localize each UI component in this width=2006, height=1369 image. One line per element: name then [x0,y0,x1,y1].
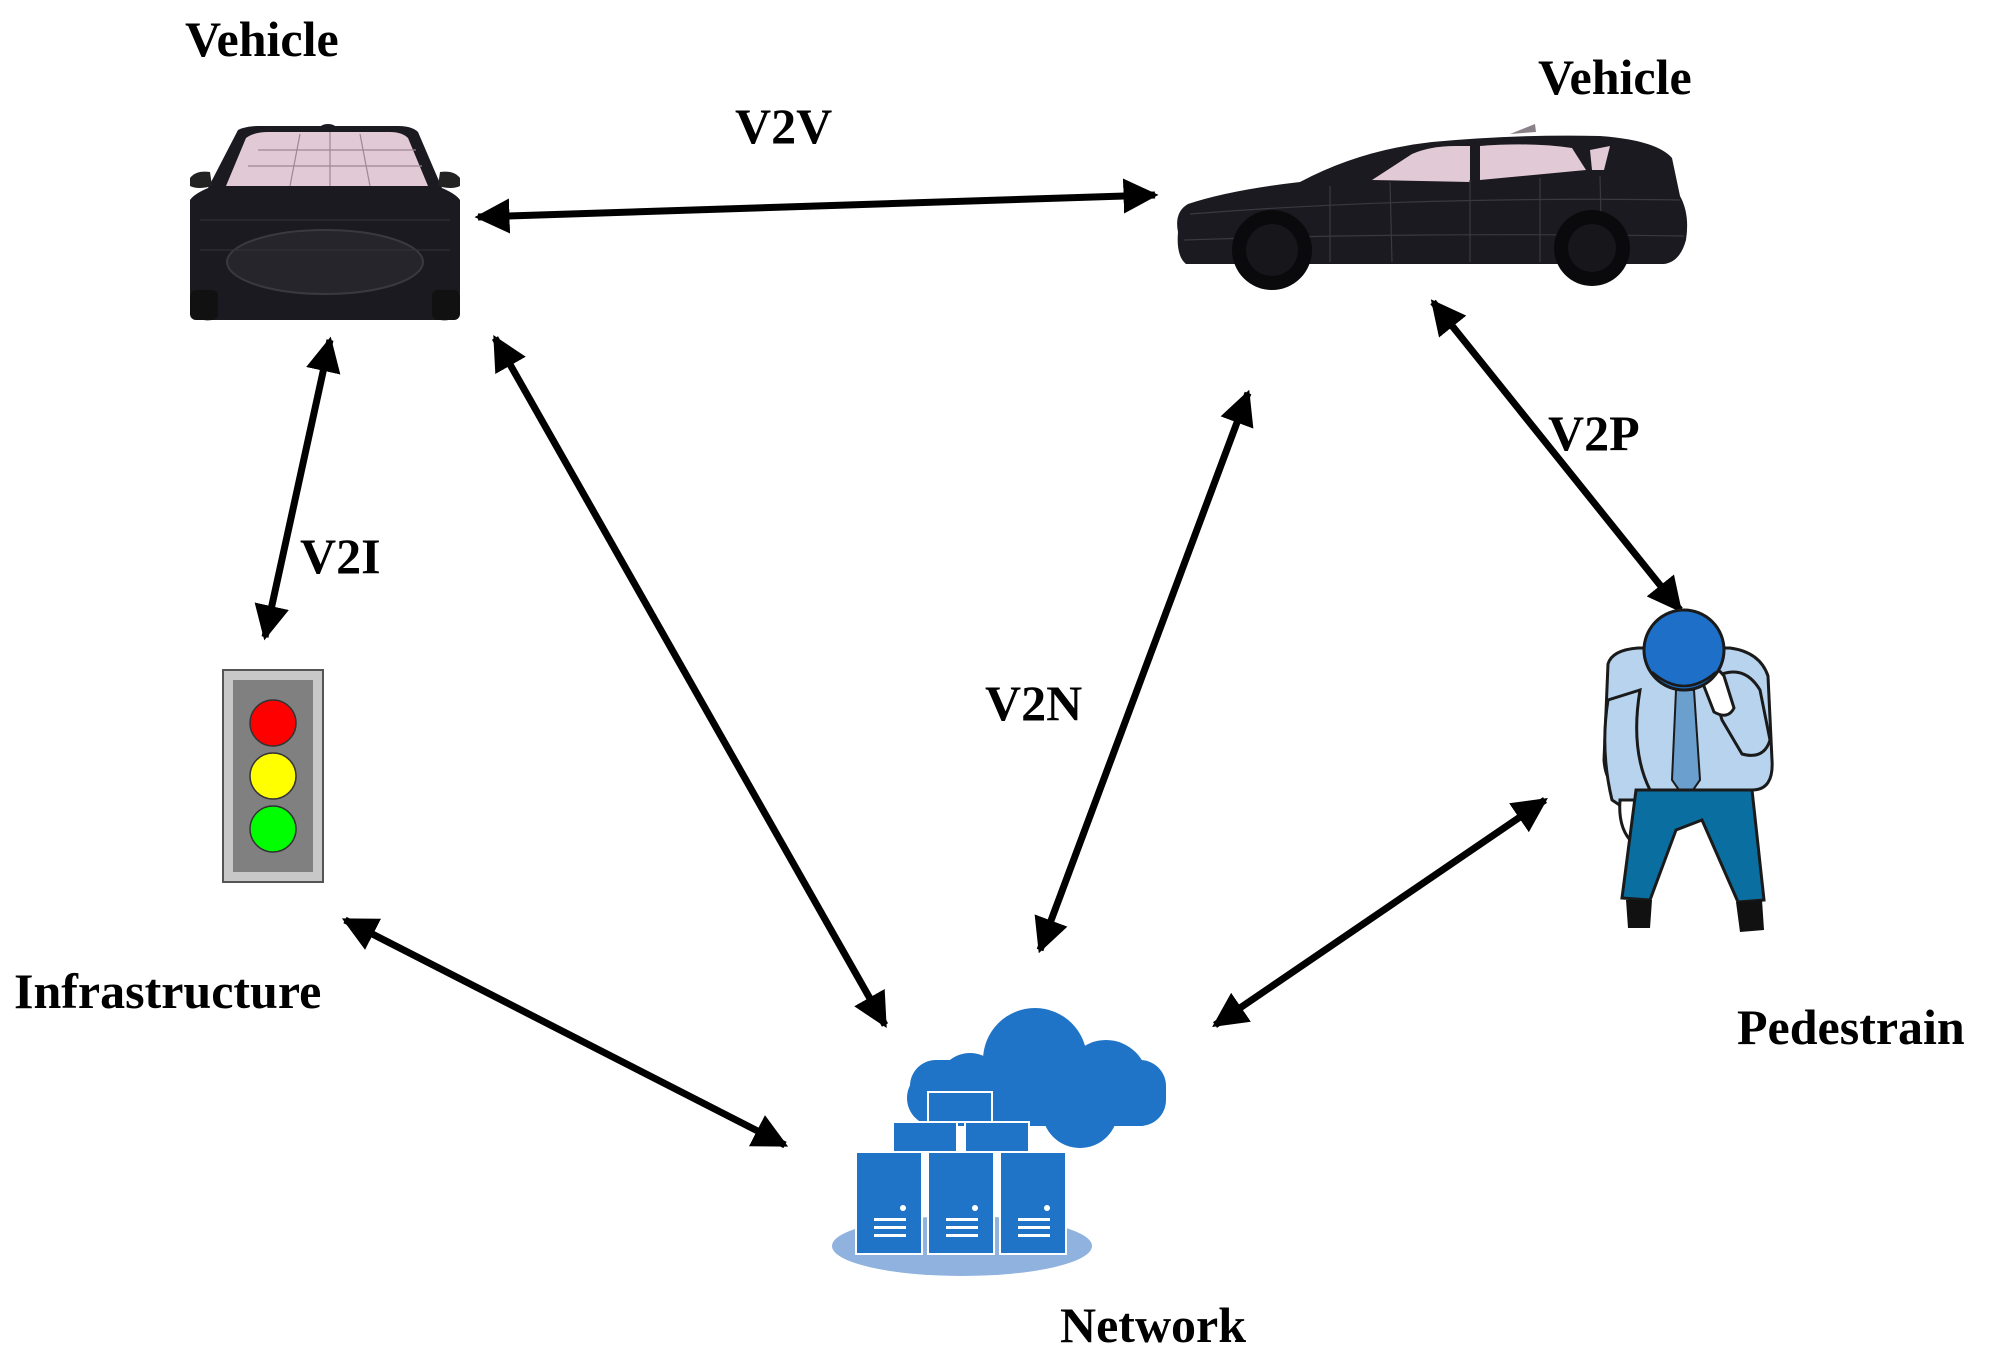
pedestrian-phone-icon [1602,608,1774,932]
v2i-arrow [254,336,341,641]
vehicle-front-label: Vehicle [185,11,339,67]
vehicle-side-label: Vehicle [1538,49,1692,105]
v2v-label: V2V [735,98,832,154]
green-lamp [249,805,297,853]
cloud-server-icon [832,1008,1166,1276]
infrastructure-label: Infrastructure [14,963,321,1019]
vehicle-network-arrow [491,334,889,1029]
v2i-label: V2I [300,528,381,584]
server-rack [855,1091,1067,1255]
infrastructure-network-arrow [341,916,789,1149]
v2p-arrow [1430,299,1683,613]
yellow-lamp [249,752,297,800]
v2n-arrow [1034,389,1254,954]
car-front-icon [190,124,460,321]
v2p-label: V2P [1548,405,1640,461]
traffic-light-icon [222,669,324,883]
car-side-icon [1177,124,1688,290]
network-label: Network [1060,1297,1246,1353]
v2n-label: V2N [985,675,1082,731]
v2v-arrow [474,178,1159,234]
network-pedestrian-arrow [1212,797,1548,1028]
red-lamp [249,699,297,747]
pedestrian-label: Pedestrain [1737,999,1965,1055]
connection-arrows [254,178,1683,1149]
